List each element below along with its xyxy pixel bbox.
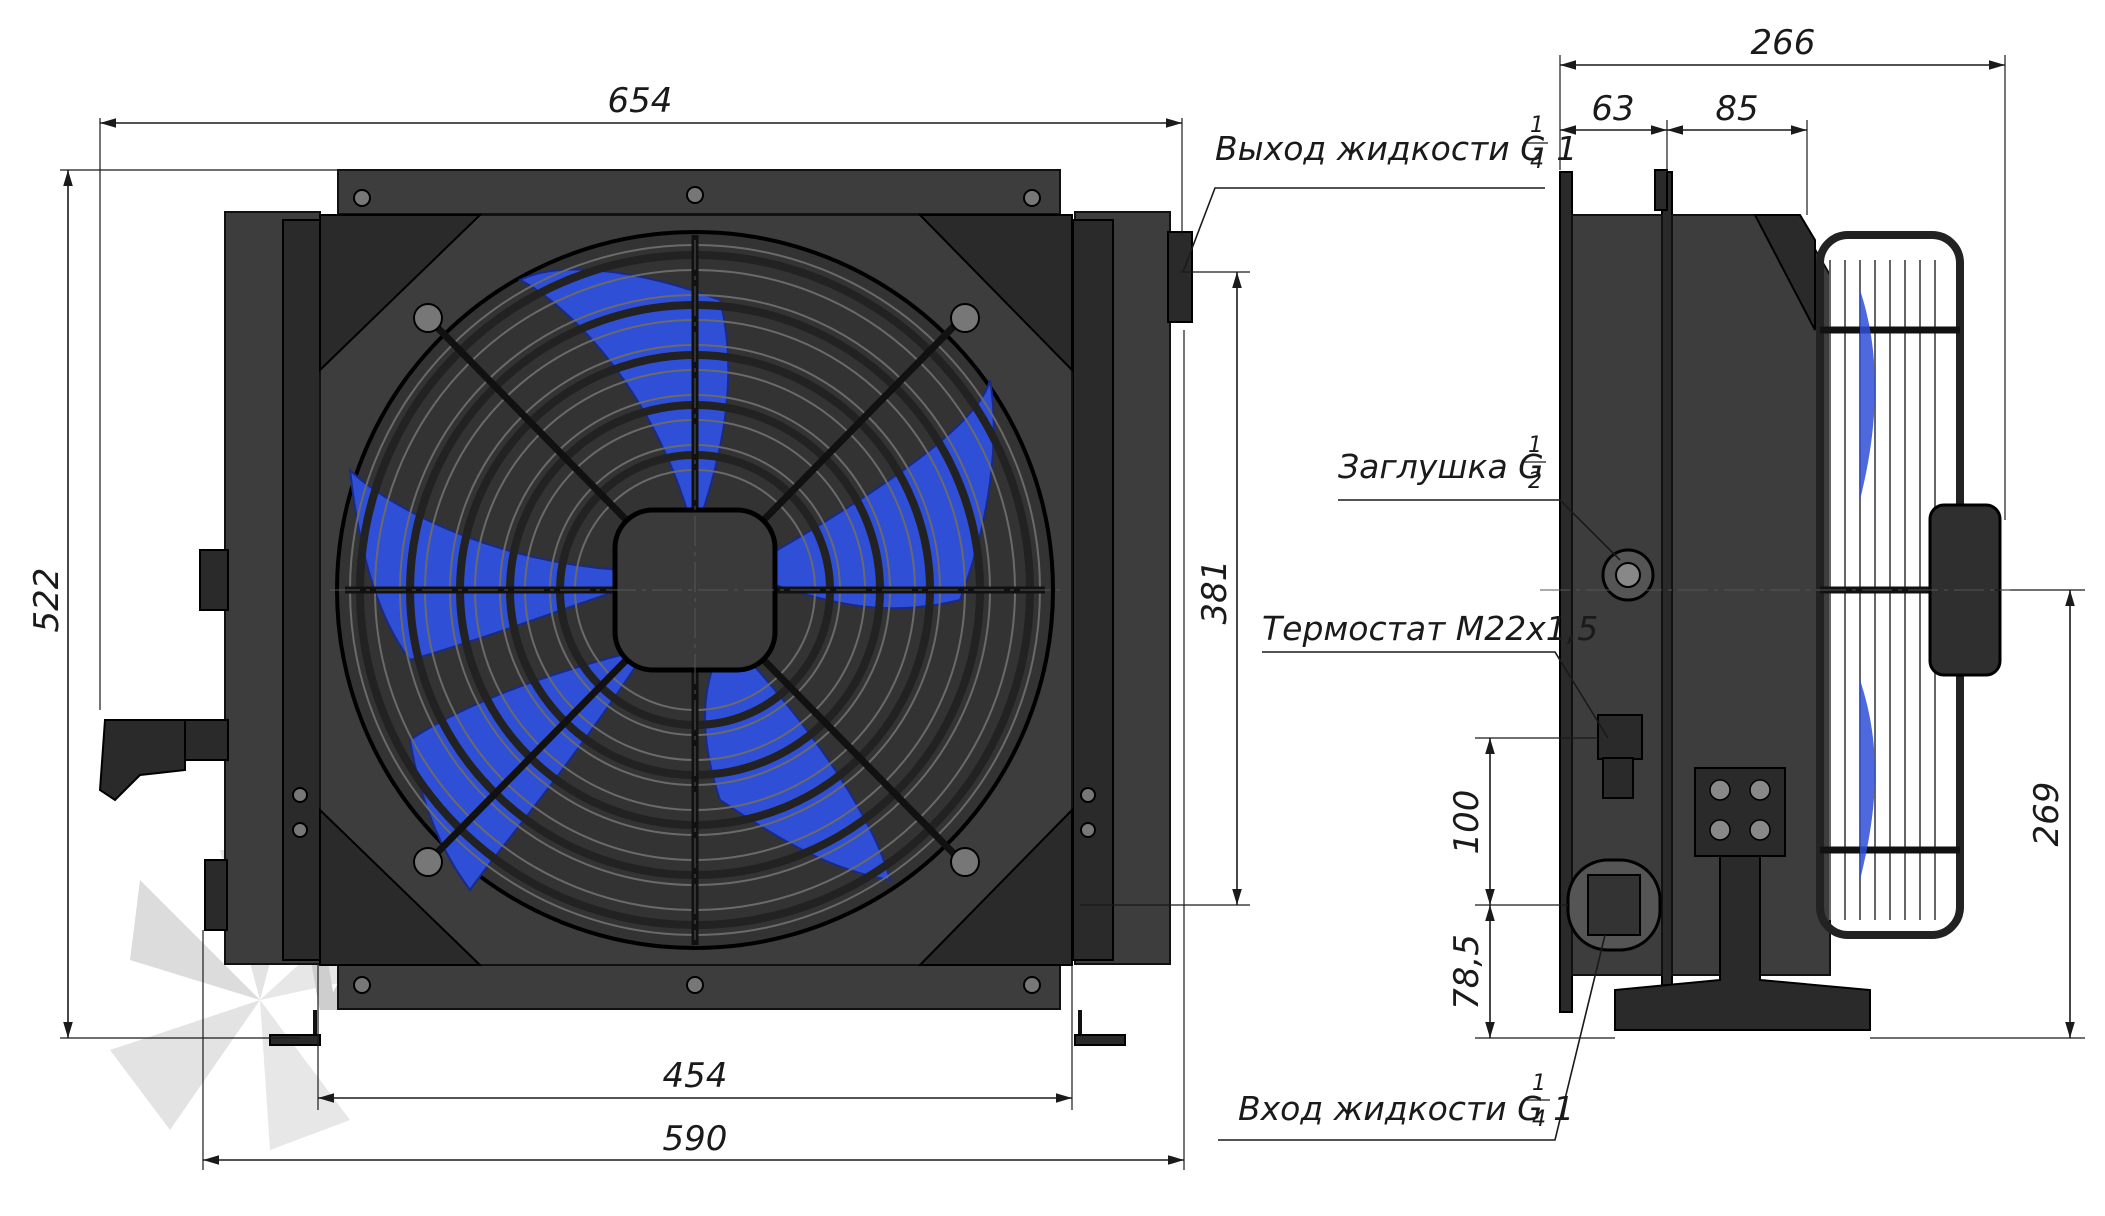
callout-outlet-label: Выход жидкости G 1 [1215,129,1577,168]
dim-front-width: 654 [608,81,673,121]
callout-inlet-num: 1 [1532,1071,1546,1096]
callout-inlet-label: Вход жидкости G 1 [1238,1089,1574,1128]
dim-side-depth: 266 [1751,23,1816,63]
callout-plug-den: 2 [1528,469,1542,494]
callout-outlet-num: 1 [1530,113,1544,138]
dim-base-width: 590 [663,1119,728,1159]
dimension-lines [60,55,2085,1170]
dim-inlet-height: 78,5 [1447,934,1487,1010]
dim-side-depth-b: 85 [1715,89,1758,129]
dim-frame-width: 454 [663,1056,728,1096]
dim-fan-axis-height: 269 [2027,782,2067,847]
dim-side-depth-a: 63 [1591,89,1634,129]
dimension-labels: 654 522 381 454 590 266 63 85 100 78,5 2… [27,23,2067,1159]
callout-plug-num: 1 [1528,433,1542,458]
callout-outlet-den: 4 [1530,149,1544,174]
callout-thermostat-label: Термостат M22x1,5 [1262,609,1598,648]
front-view [98,169,1193,1046]
callouts: Выход жидкости G 1 1 4 Заглушка G 1 2 Те… [1182,113,1621,1141]
callout-plug-label: Заглушка G [1338,447,1544,486]
callout-inlet-den: 4 [1532,1107,1546,1132]
dim-thermostat-height: 100 [1447,790,1487,855]
dim-flow-spacing: 381 [1195,560,1235,625]
side-view [1559,169,2002,1031]
dim-front-height: 522 [27,568,67,633]
